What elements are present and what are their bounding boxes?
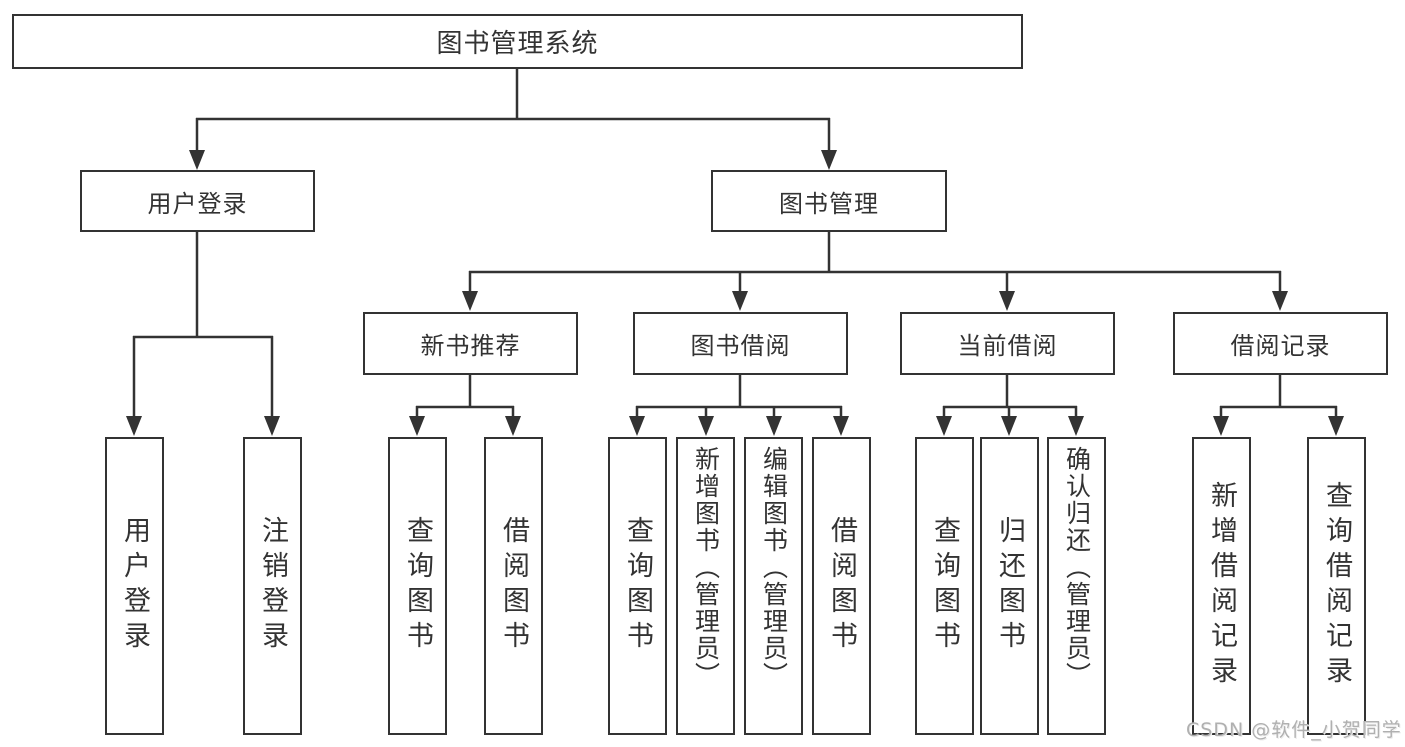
leaf-borrow-books-recommend: 借阅图书 xyxy=(484,437,543,735)
node-book-management: 图书管理 xyxy=(711,170,947,232)
leaf-user-login: 用户登录 xyxy=(105,437,164,735)
node-new-book-recommend: 新书推荐 xyxy=(363,312,578,375)
leaf-query-borrow-record: 查询借阅记录 xyxy=(1307,437,1366,735)
csdn-watermark: CSDN @软件_小贺同学 xyxy=(1186,719,1402,741)
leaf-add-borrow-record: 新增借阅记录 xyxy=(1192,437,1251,735)
leaf-confirm-return-admin: 确认归还（管理员） xyxy=(1047,437,1106,735)
node-borrow-records: 借阅记录 xyxy=(1173,312,1388,375)
leaf-query-books-recommend: 查询图书 xyxy=(388,437,447,735)
leaf-logout: 注销登录 xyxy=(243,437,302,735)
node-book-borrow: 图书借阅 xyxy=(633,312,848,375)
node-current-borrow: 当前借阅 xyxy=(900,312,1115,375)
leaf-edit-book-admin: 编辑图书（管理员） xyxy=(744,437,803,735)
leaf-return-book: 归还图书 xyxy=(980,437,1039,735)
leaf-query-books-borrow: 查询图书 xyxy=(608,437,667,735)
node-user-login: 用户登录 xyxy=(80,170,315,232)
node-library-management-system: 图书管理系统 xyxy=(12,14,1023,69)
leaf-add-book-admin: 新增图书（管理员） xyxy=(676,437,735,735)
leaf-borrow-books: 借阅图书 xyxy=(812,437,871,735)
leaf-query-books-current: 查询图书 xyxy=(915,437,974,735)
